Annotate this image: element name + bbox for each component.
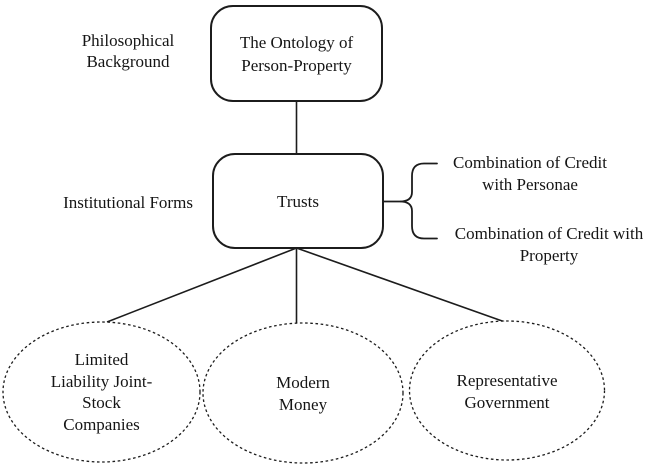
- ellipse-companies: [2, 321, 201, 463]
- connector-trusts-government: [296, 247, 506, 323]
- node-trusts: Trusts: [212, 153, 384, 249]
- node-government-label: Representative Government: [456, 371, 558, 412]
- row-label-institutional-forms: Institutional Forms: [63, 193, 193, 212]
- annotation-credit-with-personae: Combination of Credit with Personae: [453, 153, 607, 194]
- node-companies-label: Limited Liability Joint- Stock Companies: [50, 350, 153, 434]
- connector-trusts-companies: [106, 247, 297, 323]
- annotation-credit-with-property: Combination of Credit with Property: [454, 224, 644, 265]
- node-ontology-label: The Ontology of Person-Property: [239, 32, 354, 75]
- ellipse-money: [202, 322, 404, 464]
- row-label-philosophical-background: Philosophical Background: [81, 31, 175, 71]
- node-trusts-label: Trusts: [277, 191, 319, 211]
- curly-brace: [399, 162, 438, 240]
- ellipse-government: [408, 320, 606, 461]
- node-money-label: Modern Money: [276, 373, 330, 414]
- node-ontology-of-person-property: The Ontology of Person-Property: [210, 5, 383, 102]
